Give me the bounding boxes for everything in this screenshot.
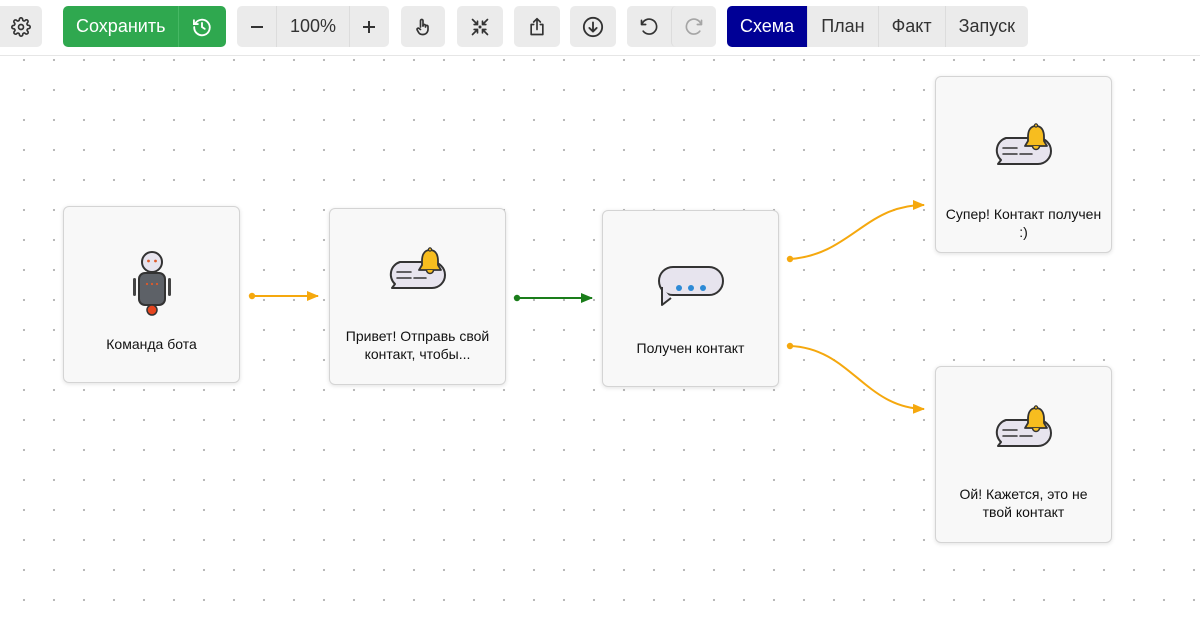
zoom-out-button[interactable]: [237, 6, 276, 47]
message-bell-icon: [389, 247, 446, 289]
node-label: Ой! Кажется, это не твой контакт: [959, 486, 1088, 520]
pan-mode-button[interactable]: [401, 6, 445, 47]
share-upload-icon: [530, 17, 544, 35]
settings-button[interactable]: [0, 6, 42, 47]
import-button[interactable]: [570, 6, 616, 47]
plus-icon: [363, 20, 376, 33]
zoom-level: 100%: [276, 6, 350, 47]
minus-icon: [250, 25, 263, 28]
node-success-message[interactable]: Супер! Контакт получен :): [935, 76, 1112, 253]
message-bell-icon: [995, 405, 1052, 447]
node-greeting-message[interactable]: Привет! Отправь свой контакт, чтобы...: [329, 208, 506, 385]
hand-pointer-icon: [416, 18, 429, 35]
undo-icon: [640, 17, 658, 35]
save-button[interactable]: Сохранить: [76, 16, 166, 36]
node-label: Супер! Контакт получен :): [945, 206, 1102, 240]
download-circle-icon: [582, 16, 604, 37]
history-controls: [627, 6, 716, 47]
redo-icon: [685, 17, 703, 35]
fit-to-screen-button[interactable]: [457, 6, 503, 47]
history-button[interactable]: [178, 6, 225, 47]
tab-fact[interactable]: Факт: [877, 6, 945, 47]
undo-button[interactable]: [627, 6, 671, 47]
tab-launch[interactable]: Запуск: [944, 6, 1028, 47]
node-label: Привет! Отправь свой контакт, чтобы...: [345, 328, 490, 362]
node-contact-received[interactable]: Получен контакт: [602, 210, 779, 387]
save-group: Сохранить: [63, 6, 226, 47]
node-label: Получен контакт: [636, 340, 745, 356]
chat-dots-icon: [657, 266, 724, 306]
zoom-in-button[interactable]: [350, 6, 389, 47]
node-label: Команда бота: [106, 336, 197, 352]
toolbar: Сохранить 100%: [0, 0, 1200, 56]
export-button[interactable]: [514, 6, 560, 47]
tab-plan[interactable]: План: [807, 6, 877, 47]
history-icon: [193, 18, 212, 36]
redo-button[interactable]: [671, 6, 716, 47]
node-error-message[interactable]: Ой! Кажется, это не твой контакт: [935, 366, 1112, 543]
node-bot-command[interactable]: Команда бота: [63, 206, 240, 383]
gear-icon: [11, 16, 31, 37]
message-bell-icon: [995, 123, 1052, 165]
fit-to-screen-icon: [471, 18, 489, 35]
robot-icon: [132, 251, 171, 316]
tab-scheme[interactable]: Схема: [727, 6, 808, 47]
view-tabs: Схема План Факт Запуск: [727, 6, 1028, 47]
zoom-controls: 100%: [237, 6, 389, 47]
